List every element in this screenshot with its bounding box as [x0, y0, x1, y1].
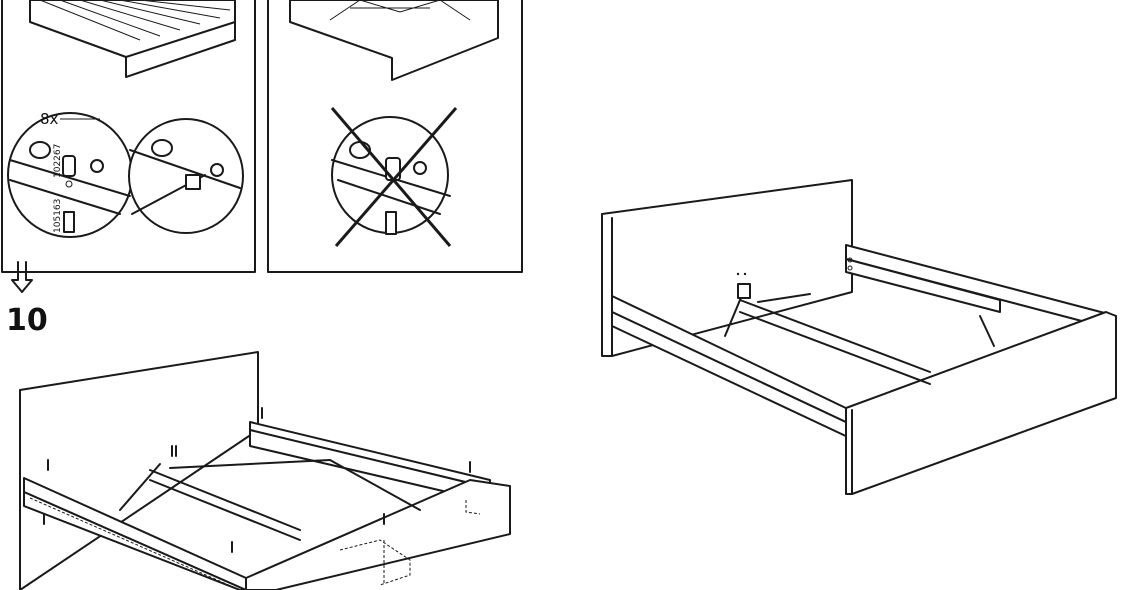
support-leg-dashed: [29, 497, 481, 590]
detail-circle-installed: [128, 118, 244, 234]
step-number: 10: [6, 303, 48, 338]
screw-part-number: 105163: [53, 199, 63, 233]
assembled-bed: [601, 179, 1117, 495]
wrong-cross-icon: [330, 107, 458, 247]
bed-slats-illustration: [29, 0, 236, 78]
exploded-bed-assembly: [19, 351, 511, 590]
arrow-down-icon: [11, 261, 33, 293]
camnut-part-number: 102267: [53, 144, 63, 178]
step-marker: 10: [6, 261, 48, 338]
panel-incorrect: [267, 0, 523, 273]
detail-circle-camnut: 8x 102267 105163: [7, 110, 133, 238]
quantity-label: 8x: [40, 110, 59, 128]
screw-icons: [43, 407, 471, 553]
bed-frame-illustration: [289, 0, 499, 81]
panel-correct: 8x 102267 105163: [1, 0, 256, 273]
